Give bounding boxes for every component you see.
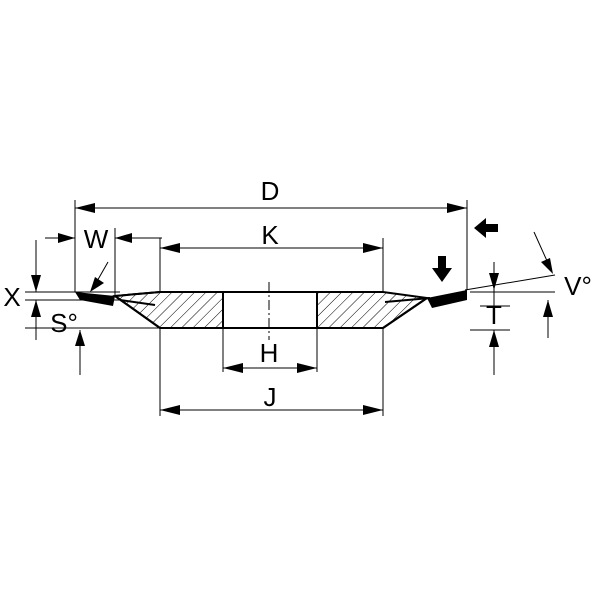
left-arrow-icon <box>474 218 498 238</box>
label-d: D <box>261 176 280 206</box>
label-x: X <box>3 282 20 312</box>
dimension-k: K <box>160 220 383 253</box>
direction-arrows <box>432 218 498 282</box>
label-t: T <box>486 300 502 330</box>
label-j: J <box>264 382 277 412</box>
extension-lines <box>25 200 556 416</box>
label-v: V° <box>564 271 592 301</box>
wheel-body-hatched <box>112 291 224 329</box>
dimension-j: J <box>160 382 383 415</box>
dimension-w: W <box>45 224 162 292</box>
label-k: K <box>261 220 279 250</box>
down-arrow-icon <box>432 256 452 282</box>
dimension-h: H <box>223 338 317 373</box>
label-s: S° <box>50 308 78 338</box>
dimension-t: T <box>486 262 502 375</box>
label-h: H <box>260 338 279 368</box>
dimension-s: S° <box>50 308 85 375</box>
dimension-v: V° <box>533 231 592 338</box>
dimension-x: X <box>3 240 41 340</box>
dimension-d: D <box>75 176 467 213</box>
bore-hole <box>222 291 318 329</box>
wheel-cross-section <box>75 290 467 329</box>
abrasive-rim-left <box>75 292 115 306</box>
abrasive-rim-right <box>427 290 467 308</box>
left-flange <box>114 291 161 297</box>
label-w: W <box>84 224 109 254</box>
